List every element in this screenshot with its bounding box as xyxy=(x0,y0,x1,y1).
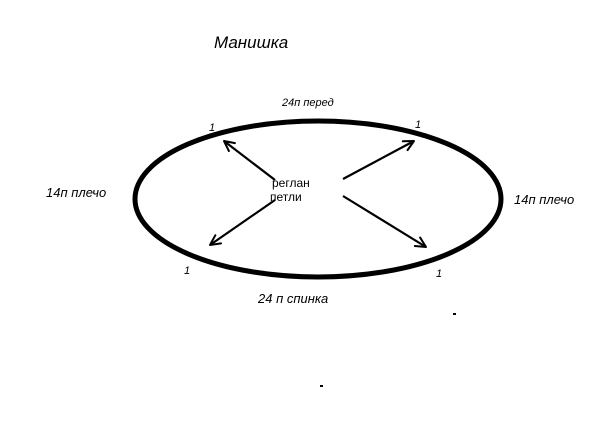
front-label: 24п перед xyxy=(281,97,334,109)
raglan-mark-bottom-right: 1 xyxy=(436,268,442,280)
back-label: 24 п спинка xyxy=(257,291,328,306)
yoke-ellipse xyxy=(132,118,504,280)
shoulder-right-label: 14п плечо xyxy=(514,192,574,207)
raglan-mark-top-right: 1 xyxy=(415,119,421,131)
arrow-to-top-left xyxy=(223,140,276,181)
arrow-to-bottom-left xyxy=(209,199,276,246)
arrow-to-bottom-right xyxy=(342,195,427,248)
raglan-mark-top-left: 1 xyxy=(209,122,215,134)
diagram-title: Манишка xyxy=(214,33,288,52)
stray-dot xyxy=(320,385,323,387)
center-label-line1: реглан xyxy=(272,176,310,190)
arrow-to-top-right xyxy=(342,140,415,180)
shoulder-left-label: 14п плечо xyxy=(46,185,106,200)
center-label-line2: петли xyxy=(270,190,302,204)
stray-dot xyxy=(453,313,456,315)
raglan-mark-bottom-left: 1 xyxy=(184,265,190,277)
